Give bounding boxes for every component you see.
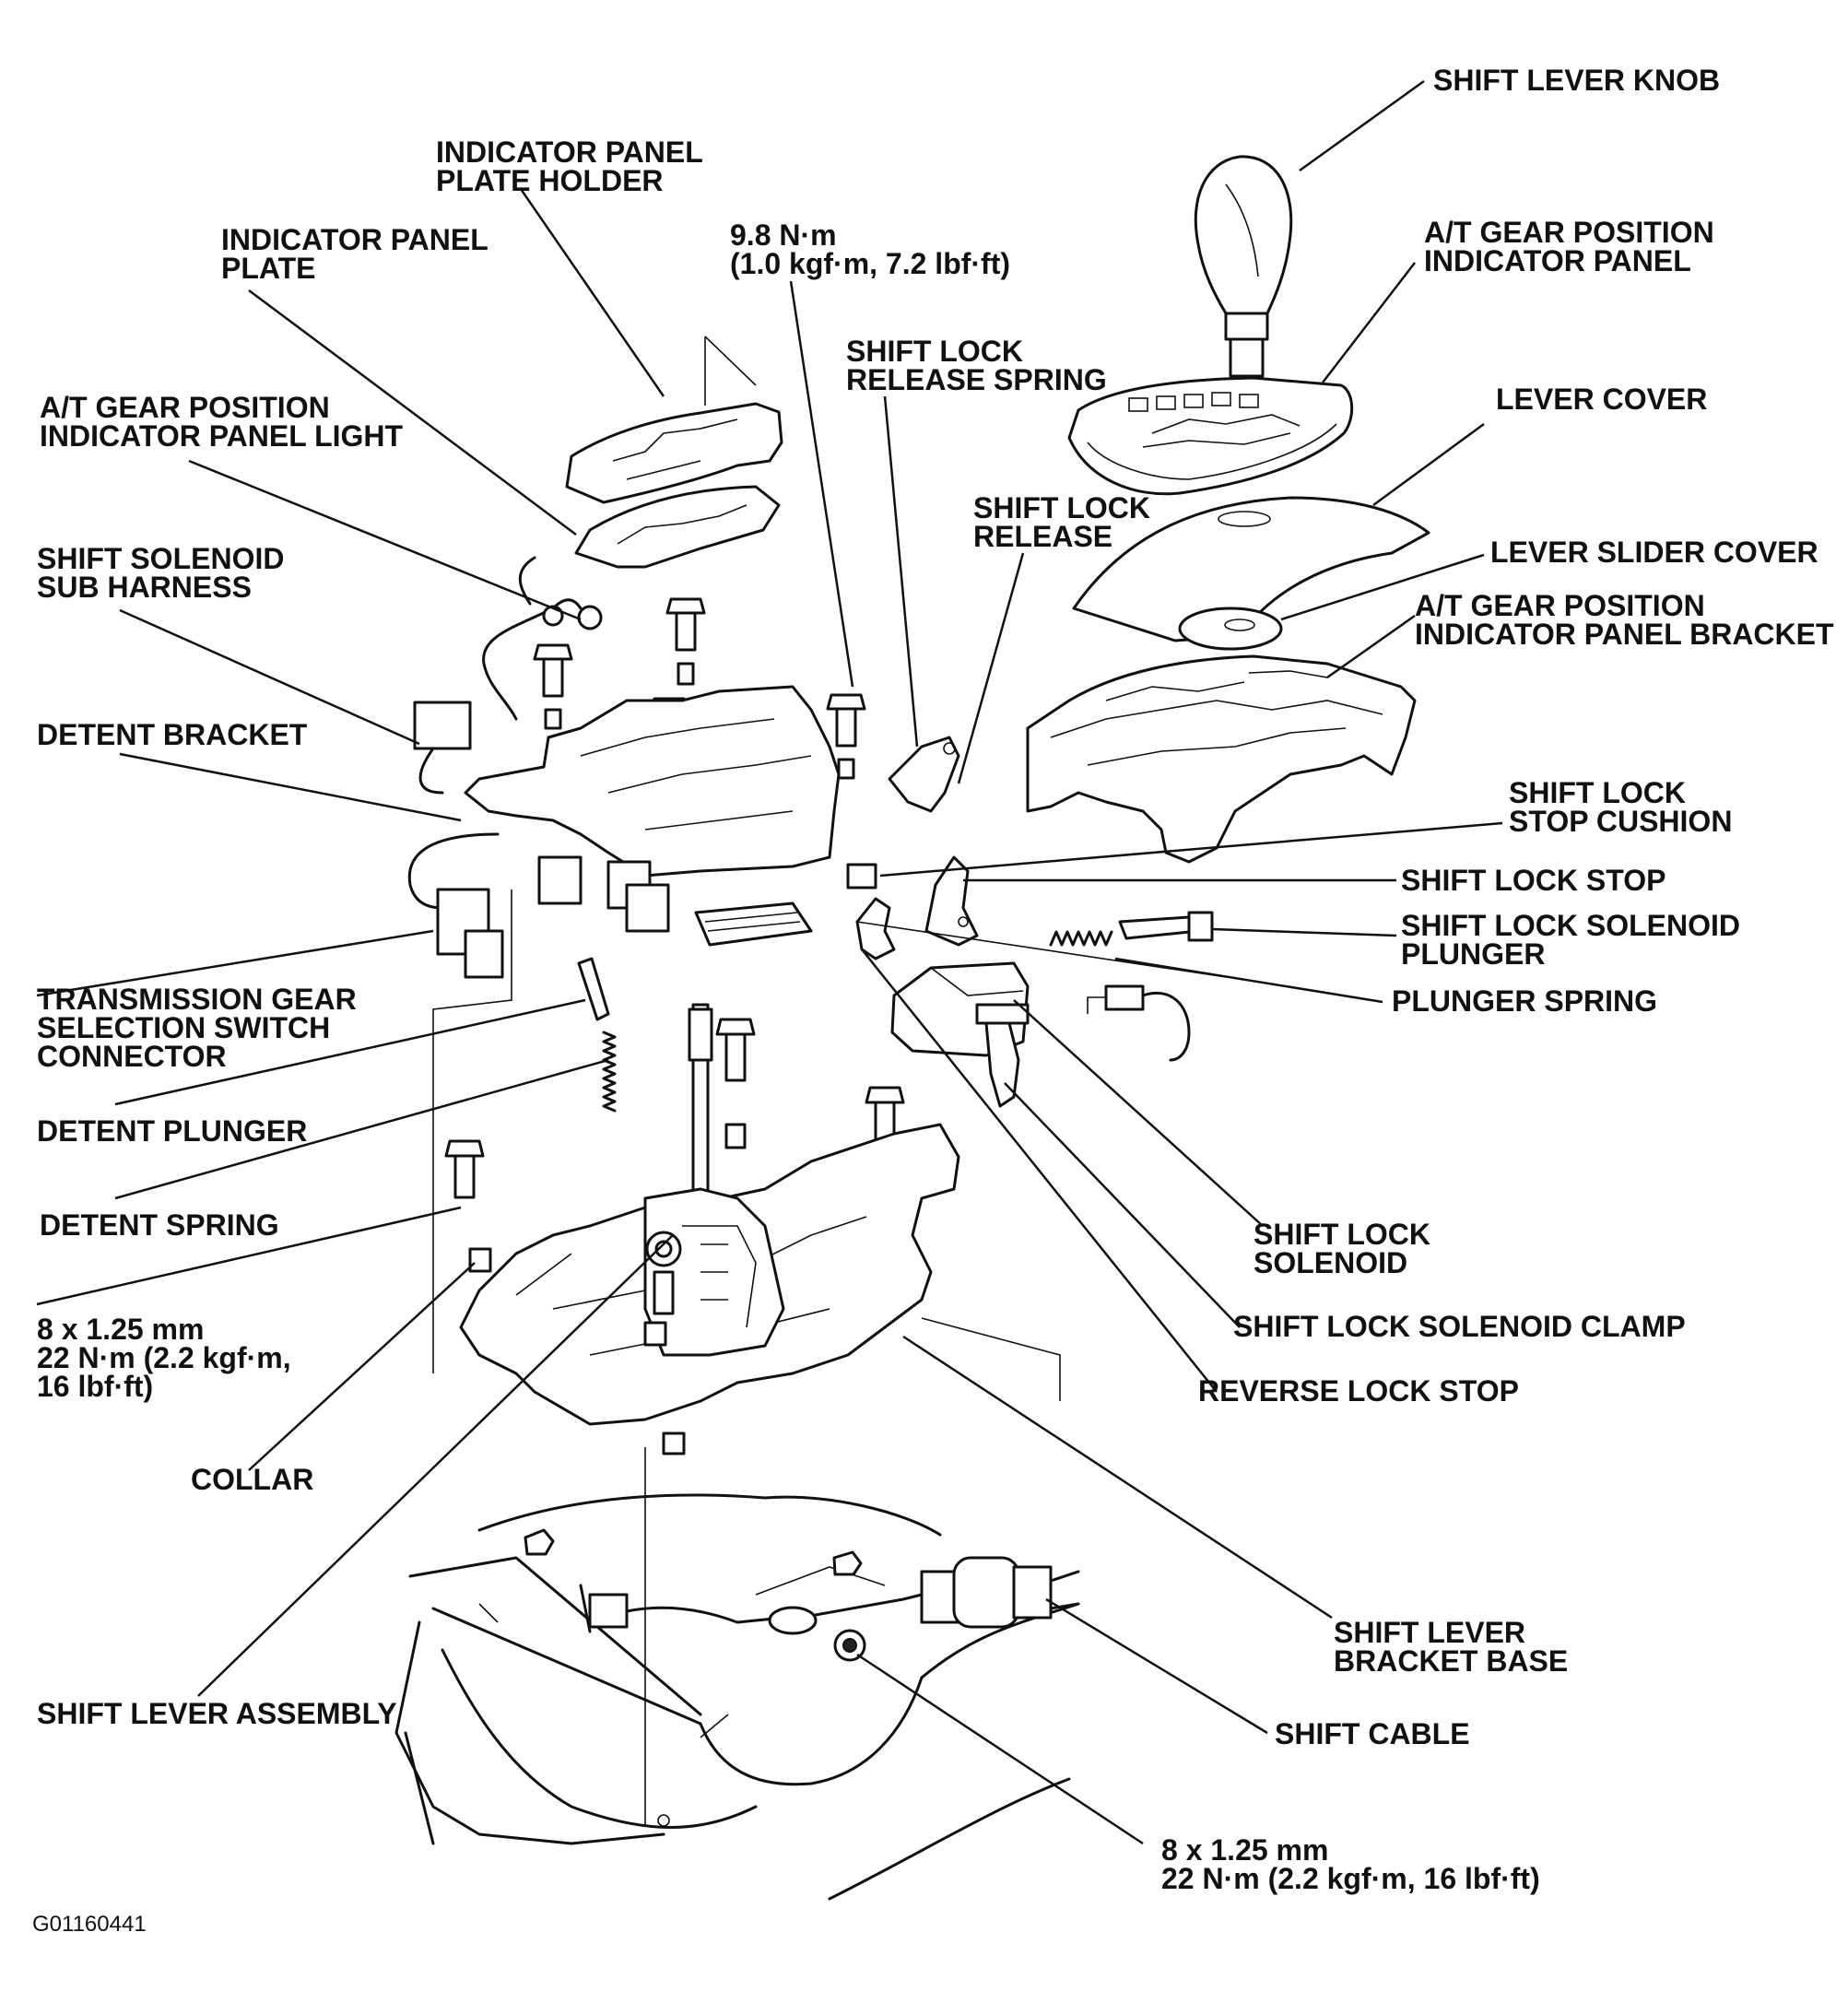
- leader-release-spring: [883, 395, 919, 748]
- lever-cover-drawing: [1072, 496, 1430, 642]
- leader-bolt-left: [36, 1206, 462, 1306]
- leader-stop-cushion: [879, 821, 1503, 878]
- label-indicator-panel-plate: INDICATOR PANEL PLATE: [221, 223, 496, 285]
- label-shift-lever-bracket-base: SHIFT LEVER BRACKET BASE: [1334, 1616, 1568, 1678]
- label-torque-top: 9.8 N·m (1.0 kgf·m, 7.2 lbf·ft): [730, 218, 1010, 280]
- label-bolt-spec-bottom: 8 x 1.25 mm 22 N·m (2.2 kgf·m, 16 lbf·ft…: [1161, 1833, 1540, 1895]
- label-shift-lock-solenoid-clamp: SHIFT LOCK SOLENOID CLAMP: [1233, 1310, 1686, 1343]
- label-detent-bracket: DETENT BRACKET: [37, 718, 308, 751]
- label-plunger-spring: PLUNGER SPRING: [1392, 984, 1657, 1018]
- leader-shift-cable: [1045, 1597, 1268, 1735]
- label-detent-spring: DETENT SPRING: [40, 1208, 279, 1242]
- leader-plate-holder: [519, 188, 665, 397]
- leader-torque-top: [789, 280, 854, 688]
- leader-switch-connector: [36, 929, 434, 997]
- indicator-plate-drawing: [574, 485, 781, 569]
- lever-slider-cover-drawing: [1178, 607, 1283, 651]
- parts-artwork: [394, 155, 1430, 1901]
- label-lever-slider-cover: LEVER SLIDER COVER: [1490, 536, 1819, 569]
- indicator-panel-drawing: [1067, 376, 1354, 496]
- stop-cushion-drawing: [846, 863, 877, 889]
- shift-lock-release-drawing: [888, 736, 960, 813]
- label-lever-cover: LEVER COVER: [1496, 383, 1707, 416]
- detent-bracket-drawing: [464, 685, 841, 947]
- label-shift-lock-release-spring: SHIFT LOCK RELEASE SPRING: [846, 335, 1107, 396]
- leader-lever-assembly: [197, 1234, 674, 1697]
- leader-indicator-panel: [1322, 262, 1416, 383]
- label-detent-plunger: DETENT PLUNGER: [37, 1114, 307, 1148]
- shift-lever-knob-drawing: [1194, 155, 1293, 378]
- leader-solenoid-clamp: [1004, 1082, 1241, 1328]
- label-shift-lock-stop: SHIFT LOCK STOP: [1401, 864, 1666, 897]
- label-bolt-spec-left: 8 x 1.25 mm 22 N·m (2.2 kgf·m, 16 lbf·ft…: [37, 1313, 300, 1403]
- leader-panel-light: [188, 459, 582, 621]
- label-indicator-panel-plate-holder: INDICATOR PANEL PLATE HOLDER: [436, 135, 711, 197]
- label-transmission-gear-selection-switch-connector: TRANSMISSION GEAR SELECTION SWITCH CONNE…: [37, 983, 365, 1073]
- leader-slider-cover: [1280, 553, 1485, 621]
- lever-rod-bolts-drawing: [444, 1003, 905, 1273]
- leader-indicator-plate: [248, 289, 577, 536]
- shift-lock-solenoid-drawing: [890, 961, 1191, 1062]
- label-at-gear-position-indicator-panel-light: A/T GEAR POSITION INDICATOR PANEL LIGHT: [40, 391, 404, 453]
- label-figure-code: G01160441: [32, 1912, 147, 1937]
- label-shift-lever-assembly: SHIFT LEVER ASSEMBLY: [37, 1697, 397, 1730]
- label-shift-lever-knob: SHIFT LEVER KNOB: [1433, 64, 1720, 97]
- leader-bracket-base: [902, 1335, 1333, 1620]
- leader-plunger-spring: [1114, 957, 1383, 1004]
- label-shift-lock-solenoid-plunger: SHIFT LOCK SOLENOID PLUNGER: [1401, 909, 1748, 971]
- leader-bolt-bottom: [856, 1653, 1144, 1845]
- detent-plunger-drawing: [577, 957, 617, 1113]
- indicator-panel-bracket-drawing: [1026, 654, 1417, 864]
- switch-connector-drawing: [407, 832, 512, 1373]
- leader-shift-lock-release: [957, 552, 1025, 784]
- floor-body-drawing: [394, 1493, 1080, 1901]
- label-at-gear-position-indicator-panel-bracket: A/T GEAR POSITION INDICATOR PANEL BRACKE…: [1415, 589, 1834, 651]
- leader-panel-bracket: [1326, 614, 1416, 679]
- label-shift-cable: SHIFT CABLE: [1275, 1717, 1470, 1750]
- leader-detent-spring: [114, 1058, 609, 1200]
- leader-detent-bracket: [119, 752, 462, 822]
- solenoid-plunger-drawing: [1049, 911, 1214, 947]
- leader-sub-harness: [119, 608, 420, 746]
- label-at-gear-position-indicator-panel: A/T GEAR POSITION INDICATOR PANEL: [1424, 216, 1723, 277]
- label-shift-lock-release: SHIFT LOCK RELEASE: [973, 491, 1159, 553]
- leader-lever-cover: [1372, 422, 1485, 507]
- labels: SHIFT LEVER KNOB INDICATOR PANEL PLATE H…: [32, 64, 1834, 1937]
- label-shift-solenoid-sub-harness: SHIFT SOLENOID SUB HARNESS: [37, 542, 292, 604]
- leader-shift-lever-knob: [1299, 79, 1425, 172]
- leader-solenoid-plunger: [1211, 927, 1397, 937]
- leader-collar: [248, 1262, 476, 1471]
- label-shift-lock-stop-cushion: SHIFT LOCK STOP CUSHION: [1509, 776, 1732, 838]
- leader-detent-plunger: [114, 998, 586, 1106]
- leader-reverse-lock-stop: [861, 948, 1218, 1393]
- leader-lines: [36, 79, 1503, 1845]
- solenoid-clamp-drawing: [984, 1021, 1020, 1108]
- leader-shift-lock-solenoid: [1013, 999, 1264, 1227]
- label-collar: COLLAR: [191, 1463, 313, 1496]
- label-shift-lock-solenoid: SHIFT LOCK SOLENOID: [1254, 1218, 1439, 1279]
- plate-holder-drawing: [565, 336, 783, 504]
- bracket-base-drawing: [459, 1123, 1061, 1825]
- label-reverse-lock-stop: REVERSE LOCK STOP: [1198, 1374, 1519, 1408]
